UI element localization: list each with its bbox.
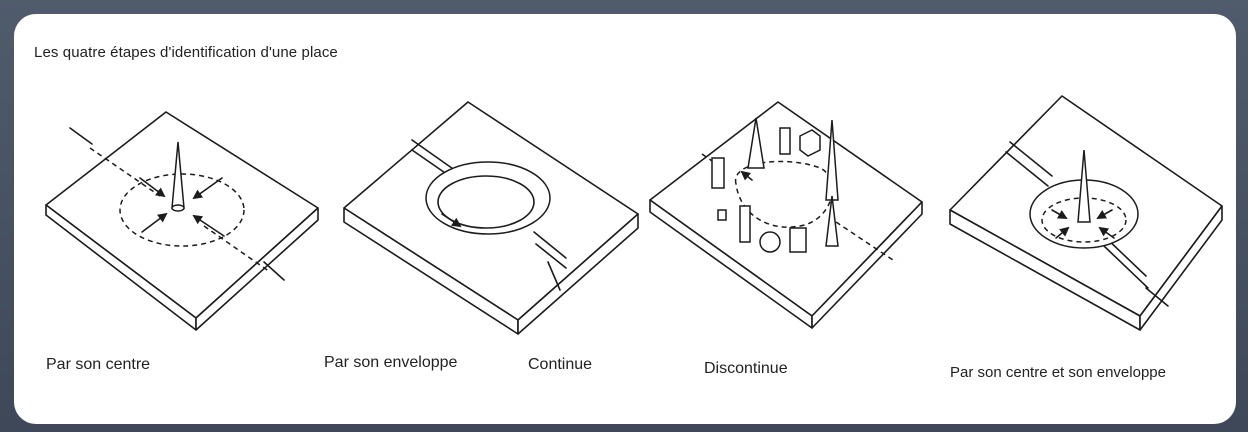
illustration-centre — [45, 111, 319, 331]
caption-par-son-centre-et-son-enveloppe: Par son centre et son enveloppe — [950, 364, 1166, 381]
caption-par-son-centre: Par son centre — [46, 356, 151, 373]
caption-par-son-enveloppe: Par son enveloppe — [324, 354, 458, 371]
illustration-centre-enveloppe — [949, 95, 1223, 331]
caption-discontinue: Discontinue — [704, 360, 788, 377]
illustration-enveloppe — [343, 101, 639, 335]
caption-continue: Continue — [528, 356, 593, 373]
figure-title: Les quatre étapes d'identification d'une… — [34, 44, 338, 61]
illustration-discontinue — [649, 101, 923, 329]
